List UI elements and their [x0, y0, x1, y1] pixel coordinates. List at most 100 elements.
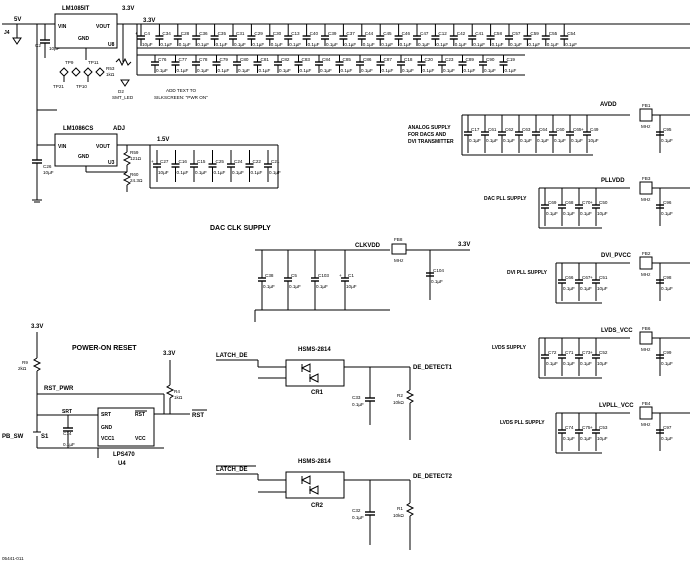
- d2-label: D2: [118, 89, 124, 94]
- cap-top-c34-value: 0.1µF: [160, 42, 172, 47]
- analog-c62-value: 0.1µF: [503, 138, 515, 143]
- analog-label-2: FOR DACS AND: [408, 132, 447, 138]
- tp11-label: TP11: [88, 60, 99, 65]
- cap-clk-c5-value: 0.1µF: [289, 284, 301, 289]
- cr1-part: HSMS-2814: [298, 347, 331, 353]
- u4-pin-gnd: GND: [101, 425, 113, 431]
- silk-note-1: ADD TEXT TO: [166, 88, 196, 93]
- cap-top-c55-label: C55: [549, 31, 558, 36]
- lvpllvcc-net: LVPLL_VCC: [599, 403, 634, 409]
- analog-c60-value: 0.1µF: [554, 138, 566, 143]
- cap-clk-c104-label: C104: [433, 268, 444, 273]
- lvds-ferrite: [639, 331, 653, 345]
- cap-u3-c27-value: 10µF: [158, 170, 169, 175]
- dvipll-c67-value: 0.1µF: [580, 286, 592, 291]
- lvds-c71-label: C71: [565, 350, 574, 355]
- cap-top2-c87-label: C87: [384, 57, 393, 62]
- u8-out-net: 3.3V: [122, 6, 134, 12]
- svg-text:+: +: [590, 200, 593, 205]
- analog-fb-mhz: MHz: [641, 124, 651, 129]
- u8-vin: VIN: [58, 24, 67, 30]
- r9-label: R9: [22, 360, 28, 365]
- u4-pin-rst: RST: [135, 412, 145, 418]
- lvpll-c97-label: C97: [663, 425, 672, 430]
- net-33v-top: 3.3V: [143, 18, 155, 24]
- cap-top-c59-value: 0.1µF: [528, 42, 540, 47]
- dacpll-c68-value: 0.1µF: [563, 211, 575, 216]
- u3-vin: VIN: [58, 144, 67, 150]
- dacpll-fb-label: FB3: [642, 176, 651, 181]
- cap-u3-c22-value: 0.1µF: [251, 170, 263, 175]
- cap-top-c42-label: C42: [457, 31, 466, 36]
- cap-top2-c82-label: C82: [281, 57, 290, 62]
- lvpll-c75-value: 0.1µF: [580, 436, 592, 441]
- cap-top2-c76-value: 0.1µF: [156, 68, 168, 73]
- de-detect2-net: DE_DETECT2: [413, 474, 453, 480]
- cap-top-c30-label: C30: [273, 31, 282, 36]
- lvds-supply: LVDS SUPPLY LVDS_VCC C720.1µFC710.1µFC73…: [492, 326, 690, 379]
- u8-vout: VOUT: [96, 24, 110, 30]
- cap-top2-c86-label: C86: [363, 57, 372, 62]
- c32-value: 0.1µF: [352, 515, 364, 520]
- fb8-bead: [391, 243, 407, 255]
- c32-label: C32: [352, 508, 361, 513]
- cap-top2-c78-label: C78: [199, 57, 208, 62]
- u3-gnd: GND: [78, 154, 90, 160]
- test-points: TP9 TP11 TP21 TP10: [53, 60, 105, 89]
- cap-top-c44-label: C44: [365, 31, 374, 36]
- dvipll-label: DVI PLL SUPPLY: [507, 270, 548, 276]
- cap-u3-c16-value: 0.1µF: [177, 170, 189, 175]
- s1-label: S1: [41, 434, 49, 440]
- cap-top2-c79-label: C79: [220, 57, 229, 62]
- dac-clk-title: DAC CLK SUPPLY: [210, 225, 271, 232]
- cr2-ref: CR2: [311, 503, 324, 509]
- analog-c95-label: C95: [663, 127, 672, 132]
- lvpll-fb-label: FB4: [642, 401, 651, 406]
- cap-top2-c83-value: 0.1µF: [300, 68, 312, 73]
- dvipll-c98-value: 0.1µF: [661, 286, 673, 291]
- cap-top2-c80-value: 0.1µF: [238, 68, 250, 73]
- lvpll-ferrite: [639, 406, 653, 420]
- dacpll-c69-value: 0.1µF: [546, 211, 558, 216]
- cap-top-c46-value: 0.1µF: [400, 42, 412, 47]
- u3-ref: U3: [108, 160, 115, 166]
- dacpll-label: DAC PLL SUPPLY: [484, 196, 527, 202]
- cap-top-c4-label: C4: [144, 31, 150, 36]
- cap-top-c30-value: 0.1µF: [271, 42, 283, 47]
- u8-regulator-block: 5V J4 C2 10µF LM1085IT VIN VOUT GND U8 3…: [2, 6, 208, 111]
- lvds-fb-label: FB6: [642, 326, 651, 331]
- cap-top-c40-value: 0.1µF: [308, 42, 320, 47]
- cap-top2-c80-label: C80: [240, 57, 249, 62]
- u4-pin-srt: SRT: [101, 412, 111, 418]
- r4-label: R4: [174, 389, 180, 394]
- r59-value: 121Ω: [130, 156, 142, 161]
- cap-clk-c5-label: C5: [291, 273, 297, 278]
- net-5v-label: 5V: [14, 17, 21, 23]
- dvipll-fb-mhz: MHz: [641, 272, 651, 277]
- r60-value: 24.3Ω: [130, 178, 143, 183]
- por-33v: 3.3V: [31, 324, 43, 330]
- tp21-label: TP21: [53, 84, 64, 89]
- por-title: POWER-ON RESET: [72, 345, 137, 352]
- dvipll-ferrite: [639, 256, 653, 270]
- analog-label-1: ANALOG SUPPLY: [408, 125, 451, 131]
- cap-top-c47-value: 0.1µF: [418, 42, 430, 47]
- lvds-label: LVDS SUPPLY: [492, 345, 527, 351]
- cap-top2-c18-value: 0.1µF: [402, 68, 414, 73]
- silk-note-2: SILKSCREEN: "PWR ON": [154, 95, 208, 100]
- lvpll-c74-label: C74: [565, 425, 574, 430]
- cap-u3-c21-value: 0.1µF: [269, 170, 281, 175]
- analog-fb-label: FB1: [642, 103, 651, 108]
- cap-top2-c87-value: 0.1µF: [382, 68, 394, 73]
- dac-pll-supply: DAC PLL SUPPLY PLLVDD C690.1µFC680.1µFC7…: [484, 176, 690, 229]
- cap-top-c45-label: C45: [383, 31, 392, 36]
- cap-top2-c84-label: C84: [322, 57, 331, 62]
- u3-regulator-block: LM1086CS ADJ VIN VOUT GND U3 R59 121Ω R6…: [32, 110, 278, 203]
- cap-top2-c89-label: C89: [466, 57, 475, 62]
- cap-top-c39-label: C39: [328, 31, 337, 36]
- cap-top-c12-label: C12: [438, 31, 447, 36]
- dvipll-fb-label: FB2: [642, 251, 651, 256]
- analog-ferrite: [639, 108, 653, 122]
- cap-top2-c89-value: 0.1µF: [464, 68, 476, 73]
- lvds-c99-value: 0.1µF: [661, 361, 673, 366]
